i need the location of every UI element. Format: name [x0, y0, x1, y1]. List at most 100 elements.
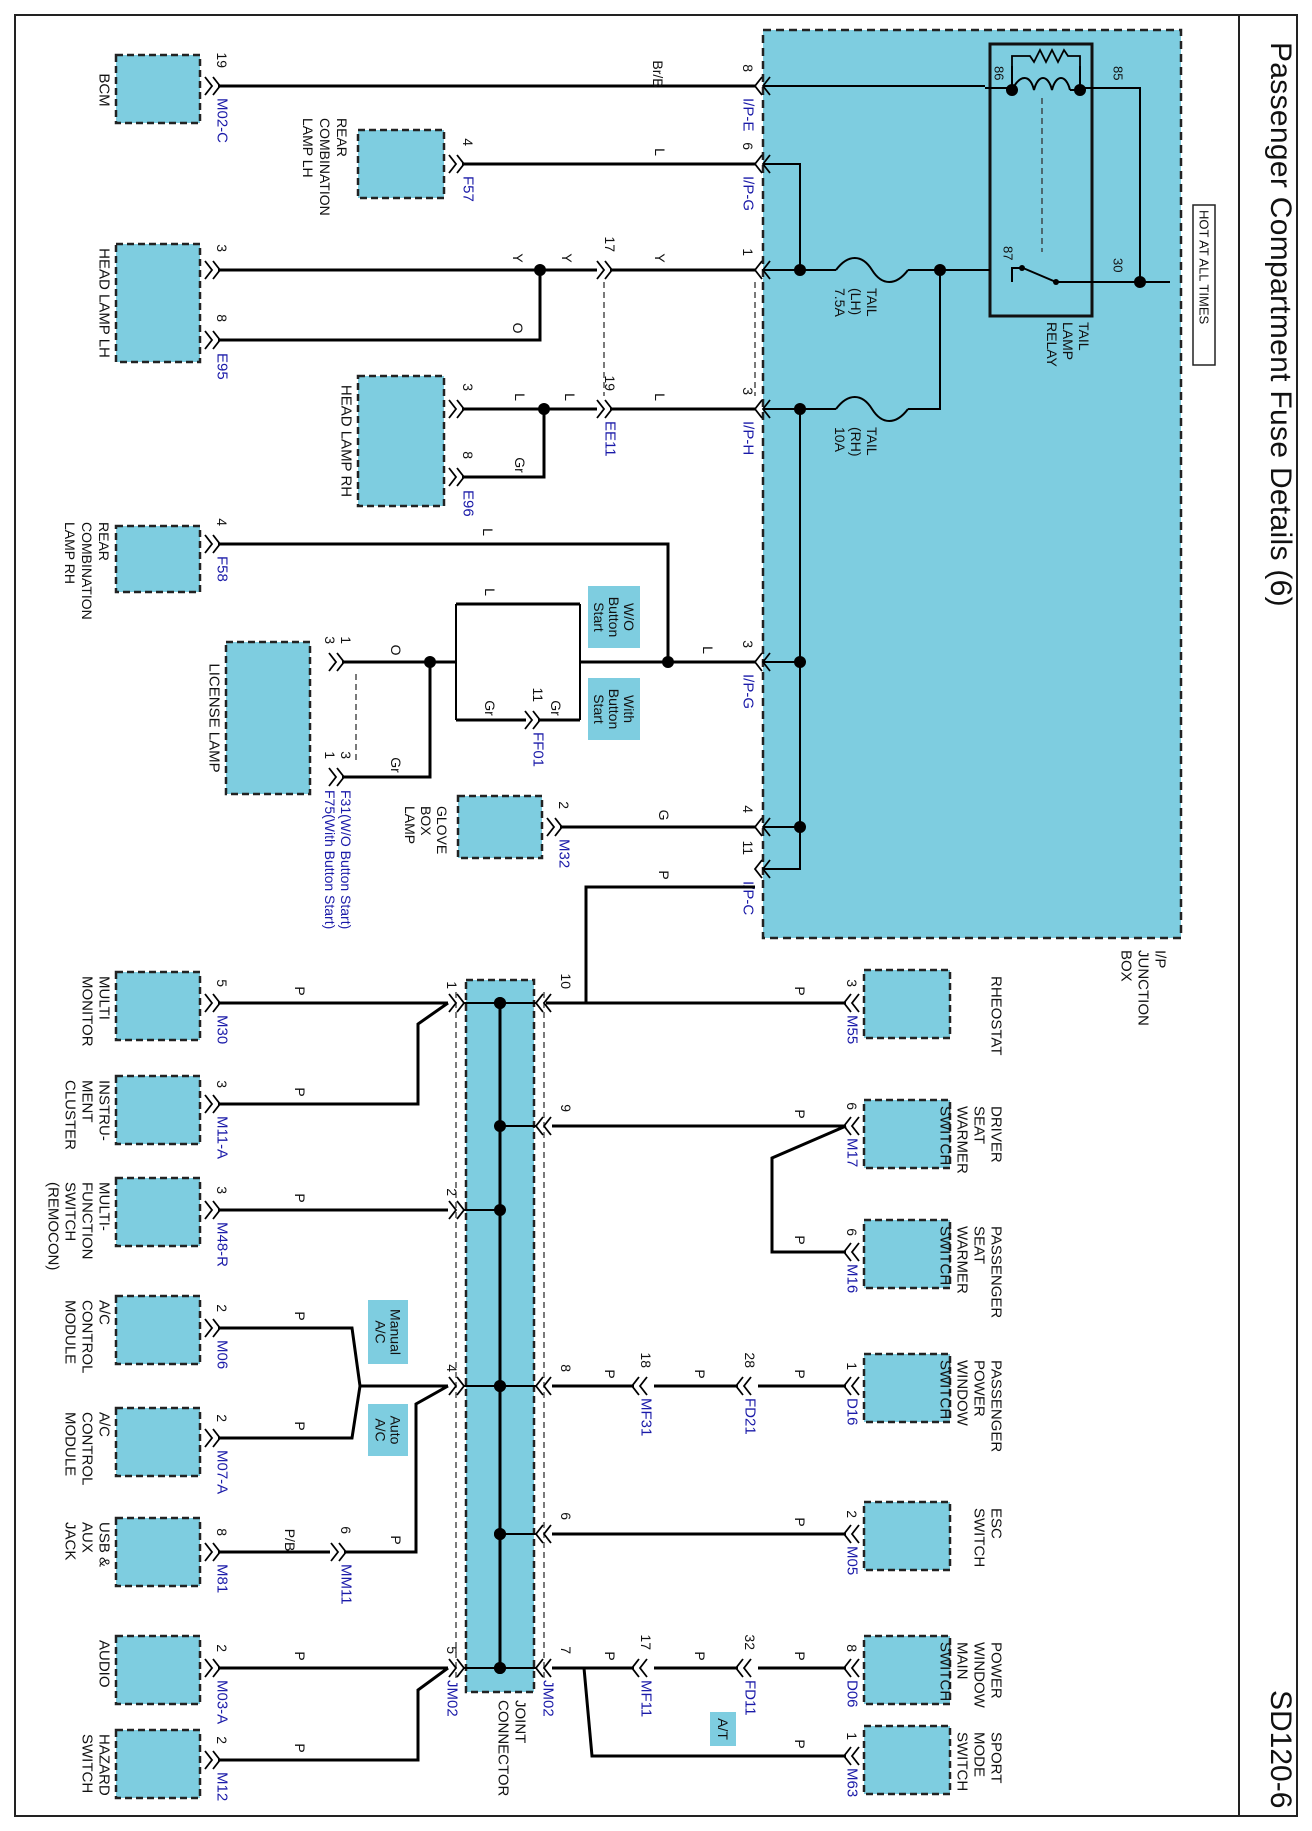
- rear-comb-rh-label: COMBINATION: [79, 522, 95, 620]
- connector-chevron: [448, 154, 466, 174]
- connector-id: M05: [844, 1546, 861, 1575]
- pin-number: 8: [844, 1644, 860, 1652]
- component-box: [114, 1516, 202, 1588]
- hot-at-all-times-label: HOT AT ALL TIMES: [1197, 210, 1212, 324]
- connector-id: M48-R: [214, 1222, 231, 1267]
- joint-connector-label: JOINT: [512, 1700, 529, 1743]
- option-tag-label: Button: [606, 597, 622, 637]
- component-label: MAIN: [954, 1642, 971, 1680]
- connector-chevron: [596, 260, 614, 280]
- pin-number: 18: [638, 1352, 654, 1368]
- splice-dot: [494, 1528, 506, 1540]
- pin-number: 8: [214, 1528, 230, 1536]
- pin-number: 6: [338, 1526, 354, 1534]
- pin-number: 3: [322, 636, 338, 644]
- wire-color: P: [692, 1651, 708, 1660]
- terminal-pin: 11: [740, 840, 756, 855]
- component-label: (REMOCON): [45, 1182, 62, 1270]
- fuse-label-rh: (RH): [848, 427, 864, 457]
- component-label: MONITOR: [79, 976, 96, 1047]
- relay-switch-blade: [1022, 267, 1080, 283]
- wire-color: P: [792, 1739, 808, 1748]
- page-frame: [14, 14, 1298, 1817]
- wire-color: L: [482, 588, 498, 596]
- component-label: SWITCH: [971, 1508, 988, 1567]
- fuse-label-rh: 10A: [832, 427, 848, 453]
- relay-label: TAIL: [1076, 322, 1092, 351]
- pin-number: 4: [214, 518, 230, 526]
- pin-number: 6: [558, 1512, 574, 1520]
- wire-p: [344, 1384, 449, 1554]
- option-tag-label: Button: [606, 689, 622, 729]
- license-lamp-box: [224, 640, 312, 796]
- connector-chevron: [734, 1658, 752, 1678]
- splice-dot: [794, 403, 806, 415]
- component-label: SPORT: [988, 1732, 1005, 1783]
- component-label: A/C: [96, 1300, 113, 1325]
- connector-id: M03-A: [214, 1680, 231, 1724]
- wire-p-seat: [770, 1124, 847, 1254]
- option-tag-label: Start: [591, 694, 607, 724]
- component-box: [114, 970, 202, 1042]
- option-with-button-start: [588, 678, 640, 740]
- joint-connector-label: CONNECTOR: [495, 1700, 512, 1797]
- component-label: INSTRU-: [96, 1080, 113, 1141]
- connector-chevron: [204, 260, 222, 280]
- rear-comb-rh-label: LAMP RH: [62, 522, 78, 584]
- component-label: MODULE: [62, 1300, 79, 1364]
- connector-chevron: [204, 330, 222, 350]
- pin-number: 1: [444, 981, 460, 989]
- wire-color: G: [656, 810, 672, 821]
- terminal-connector-id: I/P-C: [740, 881, 757, 915]
- relay-contact: [1011, 267, 1022, 282]
- component-label: MULTI-: [96, 1182, 113, 1231]
- connector-id: F75(With Button Start): [322, 790, 338, 929]
- option-tag-label: Manual: [388, 1309, 404, 1355]
- splice-dot: [1074, 84, 1086, 96]
- connector-id: M81: [214, 1564, 231, 1593]
- relay-pin: 86: [992, 66, 1007, 80]
- wire-color: P/B: [282, 1529, 298, 1552]
- connector-id: D06: [844, 1680, 861, 1708]
- wire-color: P: [792, 1369, 808, 1378]
- relay-pin: 85: [1111, 66, 1126, 80]
- wire-color: Gr: [548, 700, 564, 716]
- option-at: [710, 1712, 736, 1746]
- component-box: [114, 1294, 202, 1366]
- pin-number: 4: [460, 138, 476, 146]
- pin-number: 1: [338, 636, 354, 644]
- connector-id: FD11: [742, 1680, 759, 1716]
- component-label: SWITCH: [937, 1360, 954, 1419]
- component-box: [862, 1098, 952, 1170]
- component-box: [862, 1352, 952, 1424]
- pin-number: 3: [844, 979, 860, 987]
- terminal-pin: 3: [740, 387, 756, 395]
- connector-id: MF11: [638, 1680, 655, 1717]
- option-manual-ac: [368, 1300, 408, 1364]
- connector-chevron: [630, 1376, 648, 1396]
- junction-box-label: JUNCTION: [1135, 950, 1152, 1026]
- rear-combination-lamp-lh-box: [356, 128, 446, 200]
- wire-p-sport: [582, 1667, 846, 1758]
- jb-wire-tail-lh-bus: [763, 163, 801, 270]
- hot-at-all-times-box: [1192, 204, 1216, 366]
- option-tag-label: Auto: [388, 1416, 404, 1445]
- bcm-box: [114, 53, 202, 125]
- component-label: AUDIO: [96, 1640, 113, 1688]
- connector-chevron: [842, 993, 860, 1013]
- wire-color: P: [792, 1235, 808, 1244]
- relay-pin: 87: [1001, 246, 1016, 260]
- pin-number: 32: [742, 1634, 758, 1650]
- component-label: ESC: [988, 1508, 1005, 1539]
- connector-id: F57: [460, 176, 477, 202]
- terminal-pin: 1: [740, 248, 756, 256]
- wire-color: Y: [652, 253, 668, 263]
- wire-color: L: [480, 528, 496, 536]
- pin-number: 17: [638, 1634, 654, 1650]
- component-label: MODE: [971, 1732, 988, 1777]
- component-label: PASSENGER: [988, 1226, 1005, 1318]
- relay-resistor: [1011, 47, 1081, 66]
- component-label: SWITCH: [937, 1106, 954, 1165]
